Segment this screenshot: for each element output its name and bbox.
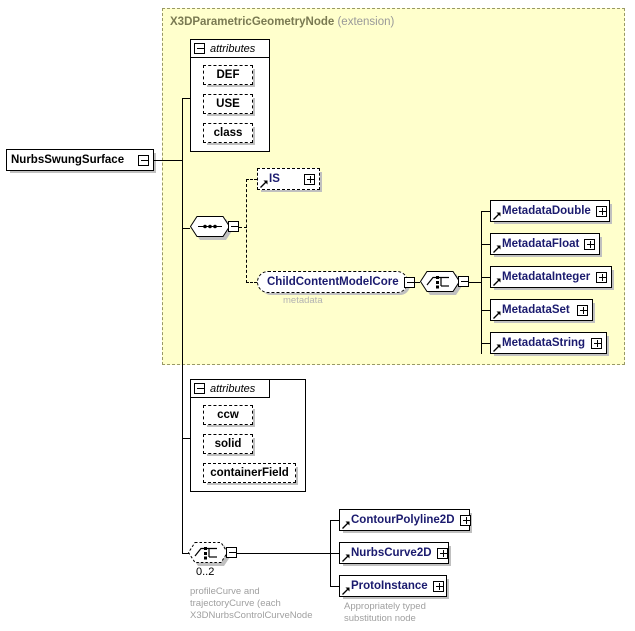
attributes-upper-label: attributes (210, 42, 256, 55)
sequence-icon (190, 216, 230, 237)
element-protoinstance-expand-toggle[interactable] (432, 580, 444, 592)
extension-region-title: X3DParametricGeometryNode (extension) (170, 16, 394, 28)
attribute-class-label: class (213, 127, 243, 139)
attribute-containerfield[interactable]: containerField (203, 463, 296, 483)
element-metadataset-label: MetadataSet (502, 304, 570, 316)
extension-kind-label: (extension) (337, 16, 395, 28)
connector-fanout-to-metadataset (481, 310, 490, 311)
curve-choice-cardinality: 0..2 (196, 566, 215, 578)
compositor-metadata-choice[interactable] (420, 271, 464, 295)
element-protoinstance-label: ProtoInstance (351, 580, 428, 592)
root-element-collapse-toggle[interactable] (138, 154, 149, 166)
attribute-def-label: DEF (216, 69, 240, 81)
connector-fanout-to-nurbscurve2d (330, 553, 339, 554)
group-ref-childcontentmodelcore-label: ChildContentModelCore (267, 276, 399, 288)
element-metadatafloat-label: MetadataFloat (502, 238, 580, 250)
compositor-main-sequence[interactable] (190, 216, 234, 240)
metadata-choice-collapse-toggle[interactable] (458, 276, 469, 287)
attributes-lower-label: attributes (210, 382, 256, 395)
connector-metadata-fanout-vertical (481, 211, 482, 354)
connector-fanout-to-contourpolyline2d (330, 520, 339, 521)
connector-fanout-to-metadatadouble (481, 211, 490, 212)
sequence-collapse-toggle[interactable] (228, 221, 239, 232)
group-ref-sublabel-metadata: metadata (283, 295, 323, 306)
connector-dashed-trunk-vertical (246, 179, 247, 283)
element-metadatafloat[interactable]: MetadataFloat (490, 233, 600, 255)
element-reference-arrow-icon (493, 311, 501, 319)
attribute-ccw-label: ccw (217, 409, 239, 421)
connector-root-to-trunk (154, 160, 182, 161)
choice-icon (420, 271, 460, 292)
attributes-upper-collapse-toggle[interactable] (194, 43, 205, 54)
connector-trunk-to-curve-choice (182, 553, 190, 554)
group-ref-childcontentmodelcore[interactable]: ChildContentModelCore (257, 271, 415, 293)
connector-dashed-to-childcontentmodelcore (246, 282, 257, 283)
attribute-ccw[interactable]: ccw (203, 405, 253, 425)
connector-fanout-to-protoinstance (330, 586, 339, 587)
element-nurbscurve2d-expand-toggle[interactable] (436, 547, 448, 559)
element-metadatadouble[interactable]: MetadataDouble (490, 200, 610, 222)
element-reference-arrow-icon (493, 245, 501, 253)
root-element-label: NurbsSwungSurface (11, 154, 125, 166)
element-metadatainteger[interactable]: MetadataInteger (490, 266, 612, 288)
element-reference-arrow-icon (342, 521, 350, 529)
connector-groupref-to-choice (408, 282, 420, 283)
element-protoinstance[interactable]: ProtoInstance (339, 575, 447, 597)
element-contourpolyline2d-expand-toggle[interactable] (459, 514, 471, 526)
element-reference-arrow-icon (493, 344, 501, 352)
attributes-group-lower: attributes ccw solid containerField (190, 379, 306, 492)
element-metadatastring-expand-toggle[interactable] (591, 337, 602, 349)
attribute-solid-label: solid (214, 438, 242, 450)
element-nurbscurve2d-label: NurbsCurve2D (351, 547, 432, 559)
extension-type-name: X3DParametricGeometryNode (170, 16, 335, 28)
element-is-label: IS (269, 173, 280, 185)
attribute-use[interactable]: USE (203, 94, 253, 114)
protoinstance-annotation: Appropriately typed substitution node (344, 601, 426, 624)
element-metadatastring-label: MetadataString (502, 337, 586, 349)
attributes-lower-collapse-toggle[interactable] (194, 383, 205, 394)
element-reference-arrow-icon (342, 554, 350, 562)
element-metadatainteger-label: MetadataInteger (502, 271, 591, 283)
element-metadatadouble-expand-toggle[interactable] (595, 205, 607, 217)
connector-choice-to-fanout (469, 282, 482, 283)
element-contourpolyline2d-label: ContourPolyline2D (351, 514, 455, 526)
element-metadatadouble-label: MetadataDouble (502, 205, 591, 217)
choice-icon (188, 542, 228, 563)
element-metadataset-expand-toggle[interactable] (577, 304, 588, 316)
connector-sequence-to-dashed-trunk (239, 227, 247, 228)
attribute-solid[interactable]: solid (203, 434, 253, 454)
element-reference-arrow-icon (260, 180, 268, 188)
element-nurbscurve2d[interactable]: NurbsCurve2D (339, 542, 449, 564)
connector-dashed-to-is (246, 179, 257, 180)
element-contourpolyline2d[interactable]: ContourPolyline2D (339, 509, 471, 531)
attribute-def[interactable]: DEF (203, 65, 253, 85)
connector-trunk-vertical (182, 98, 183, 553)
element-reference-arrow-icon (493, 278, 501, 286)
connector-trunk-to-lower-attributes (182, 438, 190, 439)
attributes-group-upper-header[interactable]: attributes (190, 39, 270, 58)
element-metadatainteger-expand-toggle[interactable] (596, 271, 607, 283)
connector-fanout-to-metadatainteger (481, 277, 490, 278)
attribute-containerfield-label: containerField (210, 467, 289, 479)
element-metadataset[interactable]: MetadataSet (490, 299, 593, 321)
compositor-curve-choice[interactable] (188, 542, 232, 566)
element-is[interactable]: IS (257, 168, 320, 190)
element-metadatastring[interactable]: MetadataString (490, 332, 607, 354)
element-reference-arrow-icon (493, 212, 501, 220)
connector-fanout-to-metadatafloat (481, 244, 490, 245)
connector-curvechoice-to-fanout (237, 553, 330, 554)
attributes-group-upper: attributes DEF USE class (190, 39, 270, 152)
element-is-expand-toggle[interactable] (304, 173, 315, 185)
connector-trunk-to-sequence (182, 228, 190, 229)
element-reference-arrow-icon (342, 587, 350, 595)
curve-choice-collapse-toggle[interactable] (226, 547, 237, 558)
attribute-use-label: USE (216, 98, 240, 110)
attribute-class[interactable]: class (203, 123, 253, 143)
curve-choice-annotation: profileCurve and trajectoryCurve (each X… (190, 586, 313, 621)
element-metadatafloat-expand-toggle[interactable] (584, 238, 596, 250)
root-element-nurbsswungsurface[interactable]: NurbsSwungSurface (6, 149, 154, 171)
connector-fanout-to-metadatastring (481, 343, 490, 344)
connector-trunk-to-upper-attributes (182, 98, 190, 99)
attributes-group-lower-header[interactable]: attributes (190, 379, 270, 398)
